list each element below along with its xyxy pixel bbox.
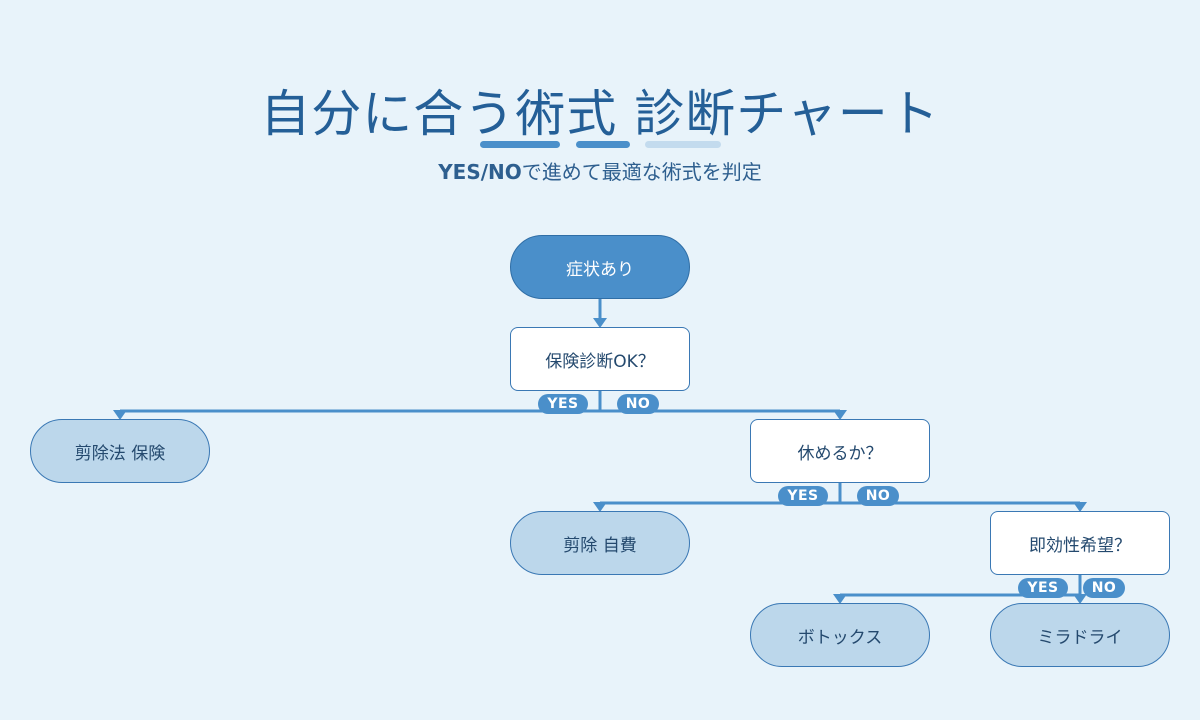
title-underline-accent xyxy=(480,141,560,148)
question-immediate-effect-node: 即効性希望？ xyxy=(990,511,1170,575)
arrow-to-q2 xyxy=(833,410,847,420)
title-underline-accent xyxy=(576,141,630,148)
arrow-to-q3 xyxy=(1073,502,1087,512)
yes-label: YES xyxy=(538,394,588,414)
question-insurance-node: 保険診断OK？ xyxy=(510,327,690,391)
arrow-to-r4 xyxy=(1073,594,1087,604)
no-label: NO xyxy=(857,486,899,506)
question-rest-node: 休めるか？ xyxy=(750,419,930,483)
subtitle-text: で進めて最適な術式を判定 xyxy=(521,160,762,184)
title-underline-light xyxy=(645,141,721,148)
page-subtitle: YES/NOで進めて最適な術式を判定 xyxy=(0,158,1200,186)
no-label: NO xyxy=(1083,578,1125,598)
arrow-to-r1 xyxy=(113,410,127,420)
yes-label: YES xyxy=(1018,578,1068,598)
yes-label: YES xyxy=(778,486,828,506)
arrow-to-q1 xyxy=(593,318,607,328)
page-title: 自分に合う術式 診断チャート xyxy=(260,85,940,143)
result-botox: ボトックス xyxy=(750,603,930,667)
result-miradry: ミラドライ xyxy=(990,603,1170,667)
arrow-to-r2 xyxy=(593,502,607,512)
result-excision-self-pay: 剪除 自費 xyxy=(510,511,690,575)
start-node: 症状あり xyxy=(510,235,690,299)
arrow-to-r3 xyxy=(833,594,847,604)
subtitle-yes-no: YES/NO xyxy=(438,160,522,184)
result-excision-insurance: 剪除法 保険 xyxy=(30,419,210,483)
no-label: NO xyxy=(617,394,659,414)
